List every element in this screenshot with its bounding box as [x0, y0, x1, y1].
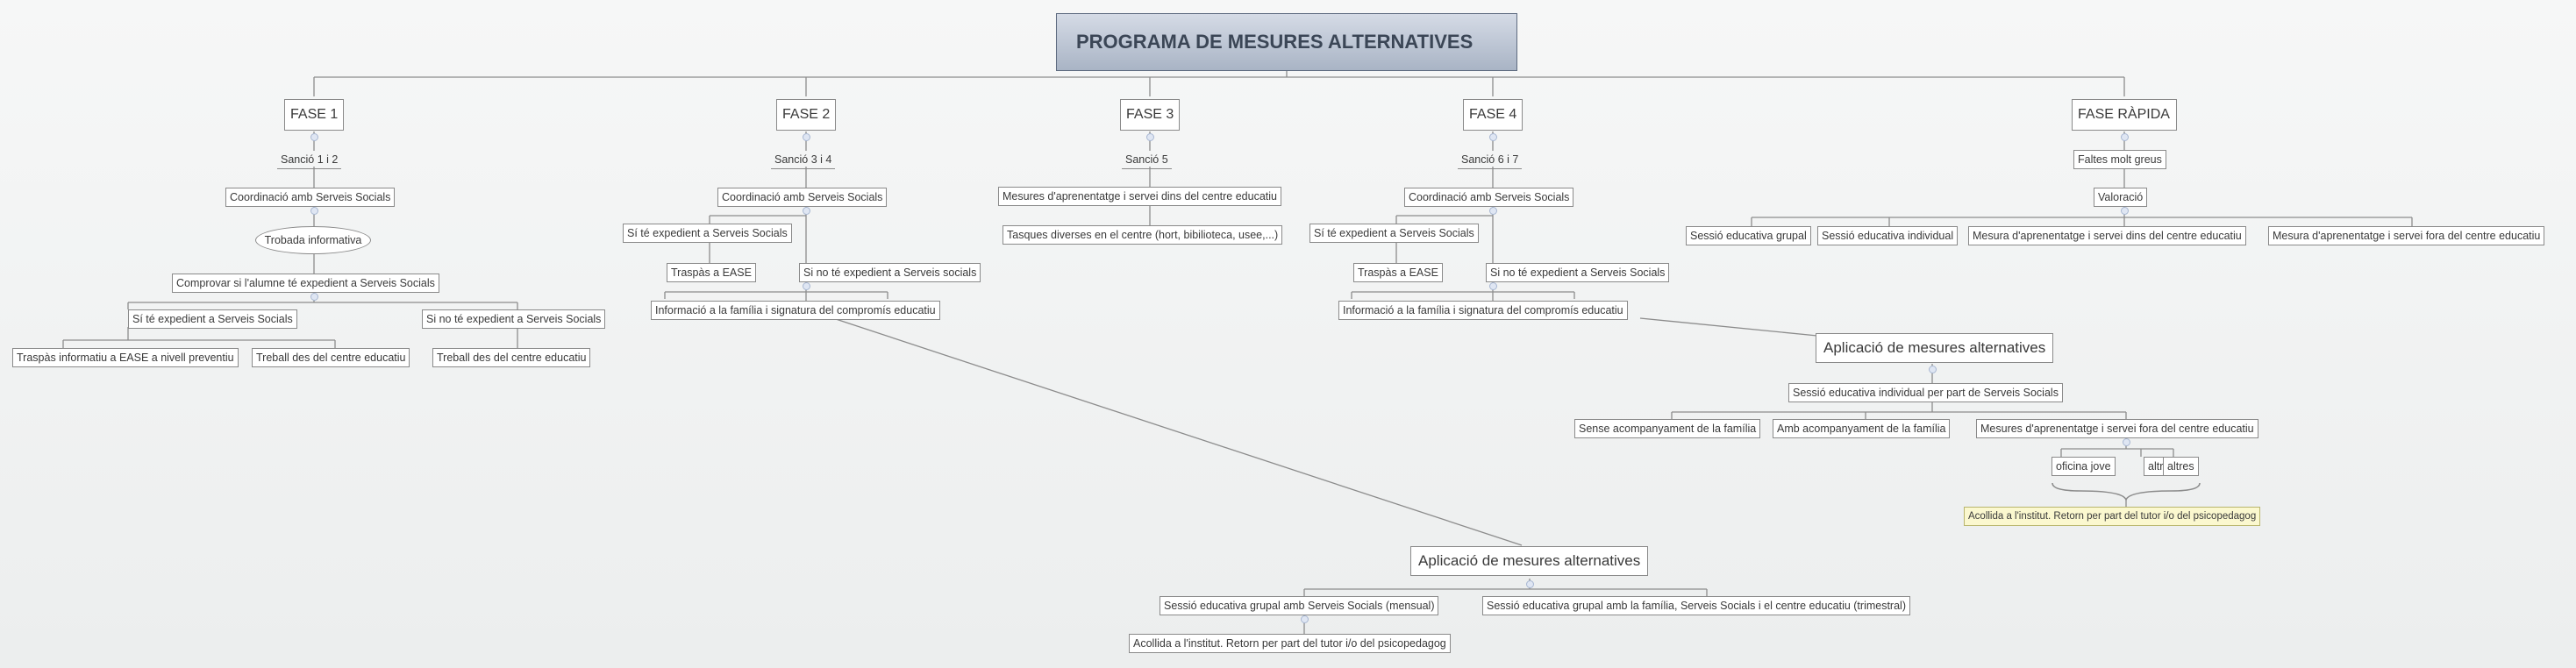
rapid-individual-session: Sessió educativa individual [1817, 226, 1959, 245]
collapse-toggle[interactable] [1526, 580, 1534, 588]
collapse-toggle[interactable] [310, 133, 318, 141]
phase2-family-info: Informació a la família i signatura del … [651, 301, 940, 320]
phase1-info-meeting: Trobada informativa [255, 226, 371, 254]
phase3-tasks: Tasques diverses en el centre (hort, bib… [1003, 225, 1283, 245]
phase-2: FASE 2 [776, 99, 836, 131]
rapid-group-session: Sessió educativa grupal [1686, 226, 1811, 245]
rapid-serious-faults: Faltes molt greus [2073, 150, 2166, 169]
collapse-toggle[interactable] [2121, 133, 2129, 141]
collapse-toggle[interactable] [2121, 207, 2129, 215]
phase1-check-record: Comprovar si l'alumne té expedient a Ser… [172, 274, 439, 293]
phase2-coordination: Coordinació amb Serveis Socials [717, 188, 888, 207]
without-family: Sense acompanyament de la família [1574, 419, 1761, 438]
individual-session-social-services: Sessió educativa individual per part de … [1788, 383, 2063, 402]
phase1-transfer-ease: Traspàs informatiu a EASE a nivell preve… [12, 348, 239, 367]
welcome-return: Acollida a l'institut. Retorn per part d… [1129, 634, 1451, 653]
phase2-transfer-ease: Traspàs a EASE [667, 263, 756, 282]
phase1-sanction: Sanció 1 i 2 [277, 151, 342, 169]
rapid-service-outside: Mesura d'aprenentatge i servei fora del … [2268, 226, 2545, 245]
group-session-quarterly: Sessió educativa grupal amb la família, … [1482, 596, 1910, 615]
with-family: Amb acompanyament de la família [1773, 419, 1951, 438]
collapse-toggle[interactable] [1489, 282, 1497, 290]
phase1-has-record: Sí té expedient a Serveis Socials [128, 309, 297, 329]
root-title: PROGRAMA DE MESURES ALTERNATIVES [1056, 13, 1517, 71]
phase3-service-learning: Mesures d'aprenentatge i servei dins del… [998, 187, 1281, 206]
phase2-sanction: Sanció 3 i 4 [771, 151, 836, 169]
phase4-transfer-ease: Traspàs a EASE [1353, 263, 1443, 282]
welcome-note: Acollida a l'institut. Retorn per part d… [1964, 507, 2261, 526]
rapid-assessment: Valoració [2094, 188, 2148, 207]
collapse-toggle[interactable] [1929, 366, 1937, 373]
phase1-school-work-a: Treball des del centre educatiu [252, 348, 410, 367]
phase1-coordination: Coordinació amb Serveis Socials [225, 188, 396, 207]
phase-1: FASE 1 [284, 99, 344, 131]
phase-rapid: FASE RÀPIDA [2072, 99, 2177, 131]
youth-office: oficina jove [2052, 457, 2116, 476]
collapse-toggle[interactable] [1489, 133, 1497, 141]
collapse-toggle[interactable] [310, 293, 318, 301]
collapse-toggle[interactable] [1301, 615, 1309, 623]
collapse-toggle[interactable] [803, 207, 810, 215]
phase-4: FASE 4 [1463, 99, 1523, 131]
application-measures-right: Aplicació de mesures alternatives [1816, 333, 2054, 363]
phase2-has-record: Sí té expedient a Serveis Socials [623, 224, 792, 243]
service-learning-outside: Mesures d'aprenentatge i servei fora del… [1976, 419, 2258, 438]
others-2: altres [2163, 457, 2199, 476]
phase4-coordination: Coordinació amb Serveis Socials [1404, 188, 1574, 207]
phase3-sanction: Sanció 5 [1122, 151, 1172, 169]
application-measures-bottom: Aplicació de mesures alternatives [1410, 546, 1649, 576]
phase2-no-record: Si no té expedient a Serveis socials [799, 263, 981, 282]
rapid-service-inside: Mesura d'aprenentatge i servei dins del … [1968, 226, 2246, 245]
collapse-toggle[interactable] [2123, 438, 2130, 446]
phase1-school-work-b: Treball des del centre educatiu [432, 348, 591, 367]
phase4-family-info: Informació a la família i signatura del … [1338, 301, 1628, 320]
collapse-toggle[interactable] [803, 133, 810, 141]
collapse-toggle[interactable] [803, 282, 810, 290]
collapse-toggle[interactable] [310, 207, 318, 215]
collapse-toggle[interactable] [1489, 207, 1497, 215]
group-session-monthly: Sessió educativa grupal amb Serveis Soci… [1160, 596, 1439, 615]
phase4-no-record: Si no té expedient a Serveis Socials [1486, 263, 1670, 282]
phase-3: FASE 3 [1120, 99, 1180, 131]
collapse-toggle[interactable] [1146, 133, 1154, 141]
phase1-no-record: Si no té expedient a Serveis Socials [422, 309, 606, 329]
phase4-sanction: Sanció 6 i 7 [1458, 151, 1523, 169]
phase4-has-record: Sí té expedient a Serveis Socials [1309, 224, 1479, 243]
